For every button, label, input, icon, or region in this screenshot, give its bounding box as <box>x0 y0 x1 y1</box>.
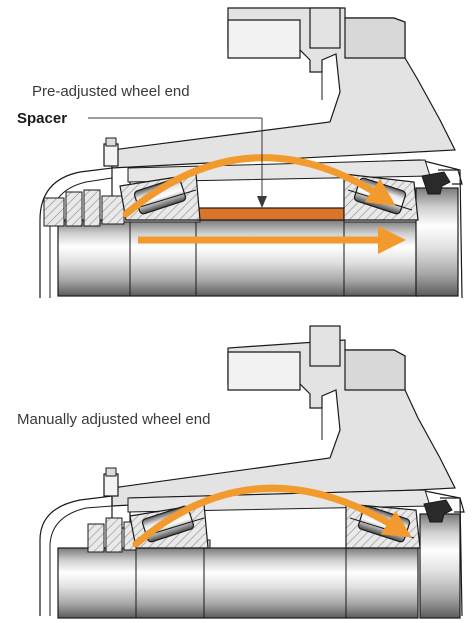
knuckle <box>111 325 456 507</box>
nut-icon <box>43 189 125 227</box>
top-title: Pre-adjusted wheel end <box>32 83 190 100</box>
pre-adjusted-wheel-end: Pre-adjusted wheel end Spacer <box>17 7 463 299</box>
nut-icon <box>87 517 137 553</box>
spacer-leader <box>88 117 267 208</box>
spindle-shaft <box>57 513 461 619</box>
spacer <box>195 207 345 221</box>
seal-icon <box>423 497 465 523</box>
flow-arrow-icon <box>122 154 396 218</box>
bottom-title: Manually adjusted wheel end <box>17 411 210 428</box>
knuckle <box>111 7 456 169</box>
bearing-icon <box>119 173 201 221</box>
spacer-label: Spacer <box>17 110 67 127</box>
manually-adjusted-wheel-end: Manually adjusted wheel end <box>17 325 465 619</box>
flow-arrow-icon <box>132 484 412 548</box>
seal-icon <box>421 169 463 195</box>
spindle-shaft <box>57 187 459 297</box>
